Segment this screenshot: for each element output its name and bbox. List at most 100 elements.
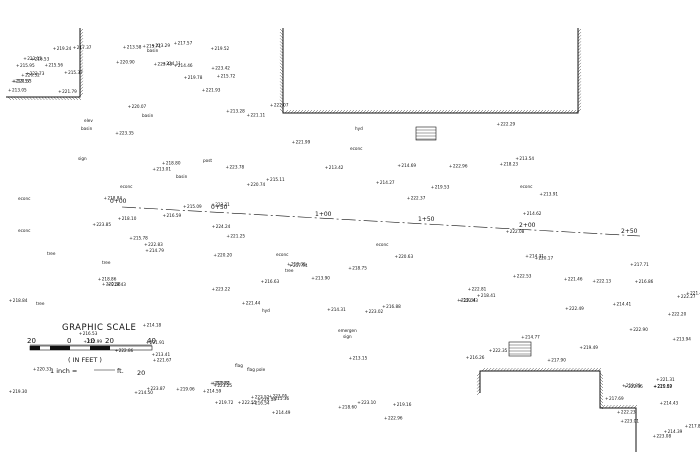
spot-marker: +: [327, 307, 331, 312]
spot-marker: +: [162, 160, 166, 165]
wall-hatch: [7, 96, 12, 101]
spot-marker: +: [107, 282, 111, 287]
spot-elevation: 218.86: [102, 276, 117, 281]
spot-elevation: 215.11: [270, 177, 285, 182]
spot-elevation: 223.10: [361, 400, 376, 405]
spot-marker: +: [238, 400, 242, 405]
wall-hatch: [506, 109, 511, 114]
spot-elevation: 221.31: [660, 377, 675, 382]
spot-marker: +: [668, 311, 672, 316]
spot-marker: +: [151, 43, 155, 48]
wall-hatch: [542, 367, 547, 372]
spot-elevation: 219.06: [180, 387, 195, 392]
wall-hatch: [279, 87, 284, 91]
wall-hatch: [599, 384, 604, 389]
spot-marker: +: [58, 89, 62, 94]
spot-elevation: 222.96: [453, 164, 468, 169]
wall-hatch: [279, 81, 284, 85]
feature-code: tree: [285, 268, 294, 273]
spot-elevation: 220.74: [251, 182, 266, 187]
spot-elevation: 215.09: [187, 204, 202, 209]
feature-code: basin: [81, 126, 93, 131]
spot-marker: +: [394, 254, 398, 259]
scale-bar-segment: [50, 346, 70, 350]
wall-hatch: [509, 367, 513, 372]
wall-hatch: [425, 109, 430, 114]
wall-hatch: [576, 367, 580, 372]
wall-hatch: [50, 96, 54, 101]
spot-elevation: 217.94: [293, 263, 308, 268]
wall-hatch: [65, 96, 69, 101]
wall-hatch: [79, 31, 84, 36]
wall-hatch: [476, 391, 481, 396]
wall-hatch: [395, 109, 400, 114]
wall-hatch: [577, 75, 582, 79]
spot-marker: +: [98, 276, 102, 281]
feature-code: emergen: [338, 328, 357, 333]
wall-hatch: [512, 367, 516, 372]
wall-hatch: [404, 109, 409, 114]
wall-hatch: [491, 109, 496, 114]
wall-hatch: [476, 385, 481, 389]
spot-elevation: 219.52: [215, 46, 230, 51]
spot-elevation: 222.83: [148, 242, 163, 247]
spot-marker: +: [466, 355, 470, 360]
spot-elevation: 222.35: [493, 348, 508, 353]
spot-elevation: 222.13: [596, 278, 611, 283]
wall-hatch: [577, 35, 582, 39]
spot-marker: +: [23, 56, 27, 61]
spot-elevation: 218.36: [291, 262, 306, 267]
wall-hatch: [311, 109, 316, 114]
spot-elevation: 218.41: [481, 293, 496, 298]
wall-hatch: [279, 71, 284, 76]
wall-hatch: [633, 404, 638, 409]
spot-elevation: 223.31: [216, 381, 231, 386]
scale-tick-label: 40: [147, 337, 156, 345]
wall-hatch: [347, 109, 352, 114]
spot-marker: +: [142, 43, 146, 48]
spot-elevation: 219.24: [57, 46, 72, 51]
wall-hatch: [577, 47, 582, 51]
wall-hatch: [41, 96, 45, 101]
spot-marker: +: [622, 383, 626, 388]
spot-marker: +: [212, 224, 216, 229]
wall-hatch: [500, 109, 505, 114]
wall-hatch: [577, 59, 582, 63]
spot-marker: +: [357, 400, 361, 405]
wall-hatch: [389, 109, 394, 114]
feature-code: econc: [520, 184, 533, 189]
wall-hatch: [428, 109, 433, 114]
wall-hatch: [577, 93, 582, 97]
wall-hatch: [79, 47, 84, 51]
spot-marker: +: [489, 348, 493, 353]
station-label: 0+00: [110, 198, 127, 205]
wall-hatch: [413, 109, 418, 114]
spot-elevation: 219.89: [626, 383, 641, 388]
wall-hatch: [279, 93, 284, 97]
spot-elevation: 222.49: [569, 306, 584, 311]
wall-hatch: [614, 404, 618, 409]
spot-elevation: 216.86: [639, 279, 654, 284]
wall-hatch: [79, 74, 84, 78]
wall-hatch: [23, 96, 27, 101]
spot-elevation: 221.46: [568, 277, 583, 282]
spot-marker: +: [211, 46, 215, 51]
wall-hatch: [577, 99, 582, 103]
wall-hatch: [611, 404, 615, 409]
spot-elevation: 223.22: [215, 287, 230, 292]
wall-hatch: [452, 109, 457, 114]
wall-hatch: [68, 96, 73, 101]
spot-elevation: 215.63: [657, 384, 672, 389]
spot-marker: +: [270, 103, 274, 108]
spot-marker: +: [44, 63, 48, 68]
wall-hatch: [563, 109, 568, 114]
spot-marker: +: [477, 293, 481, 298]
wall-hatch: [79, 80, 84, 84]
spot-marker: +: [73, 45, 77, 50]
wall-hatch: [599, 402, 604, 407]
spot-marker: +: [33, 366, 37, 371]
spot-elevation: 213.58: [127, 44, 142, 49]
spot-marker: +: [202, 87, 206, 92]
station-label: 0+50: [211, 204, 228, 211]
scale-title: GRAPHIC SCALE: [62, 323, 136, 333]
